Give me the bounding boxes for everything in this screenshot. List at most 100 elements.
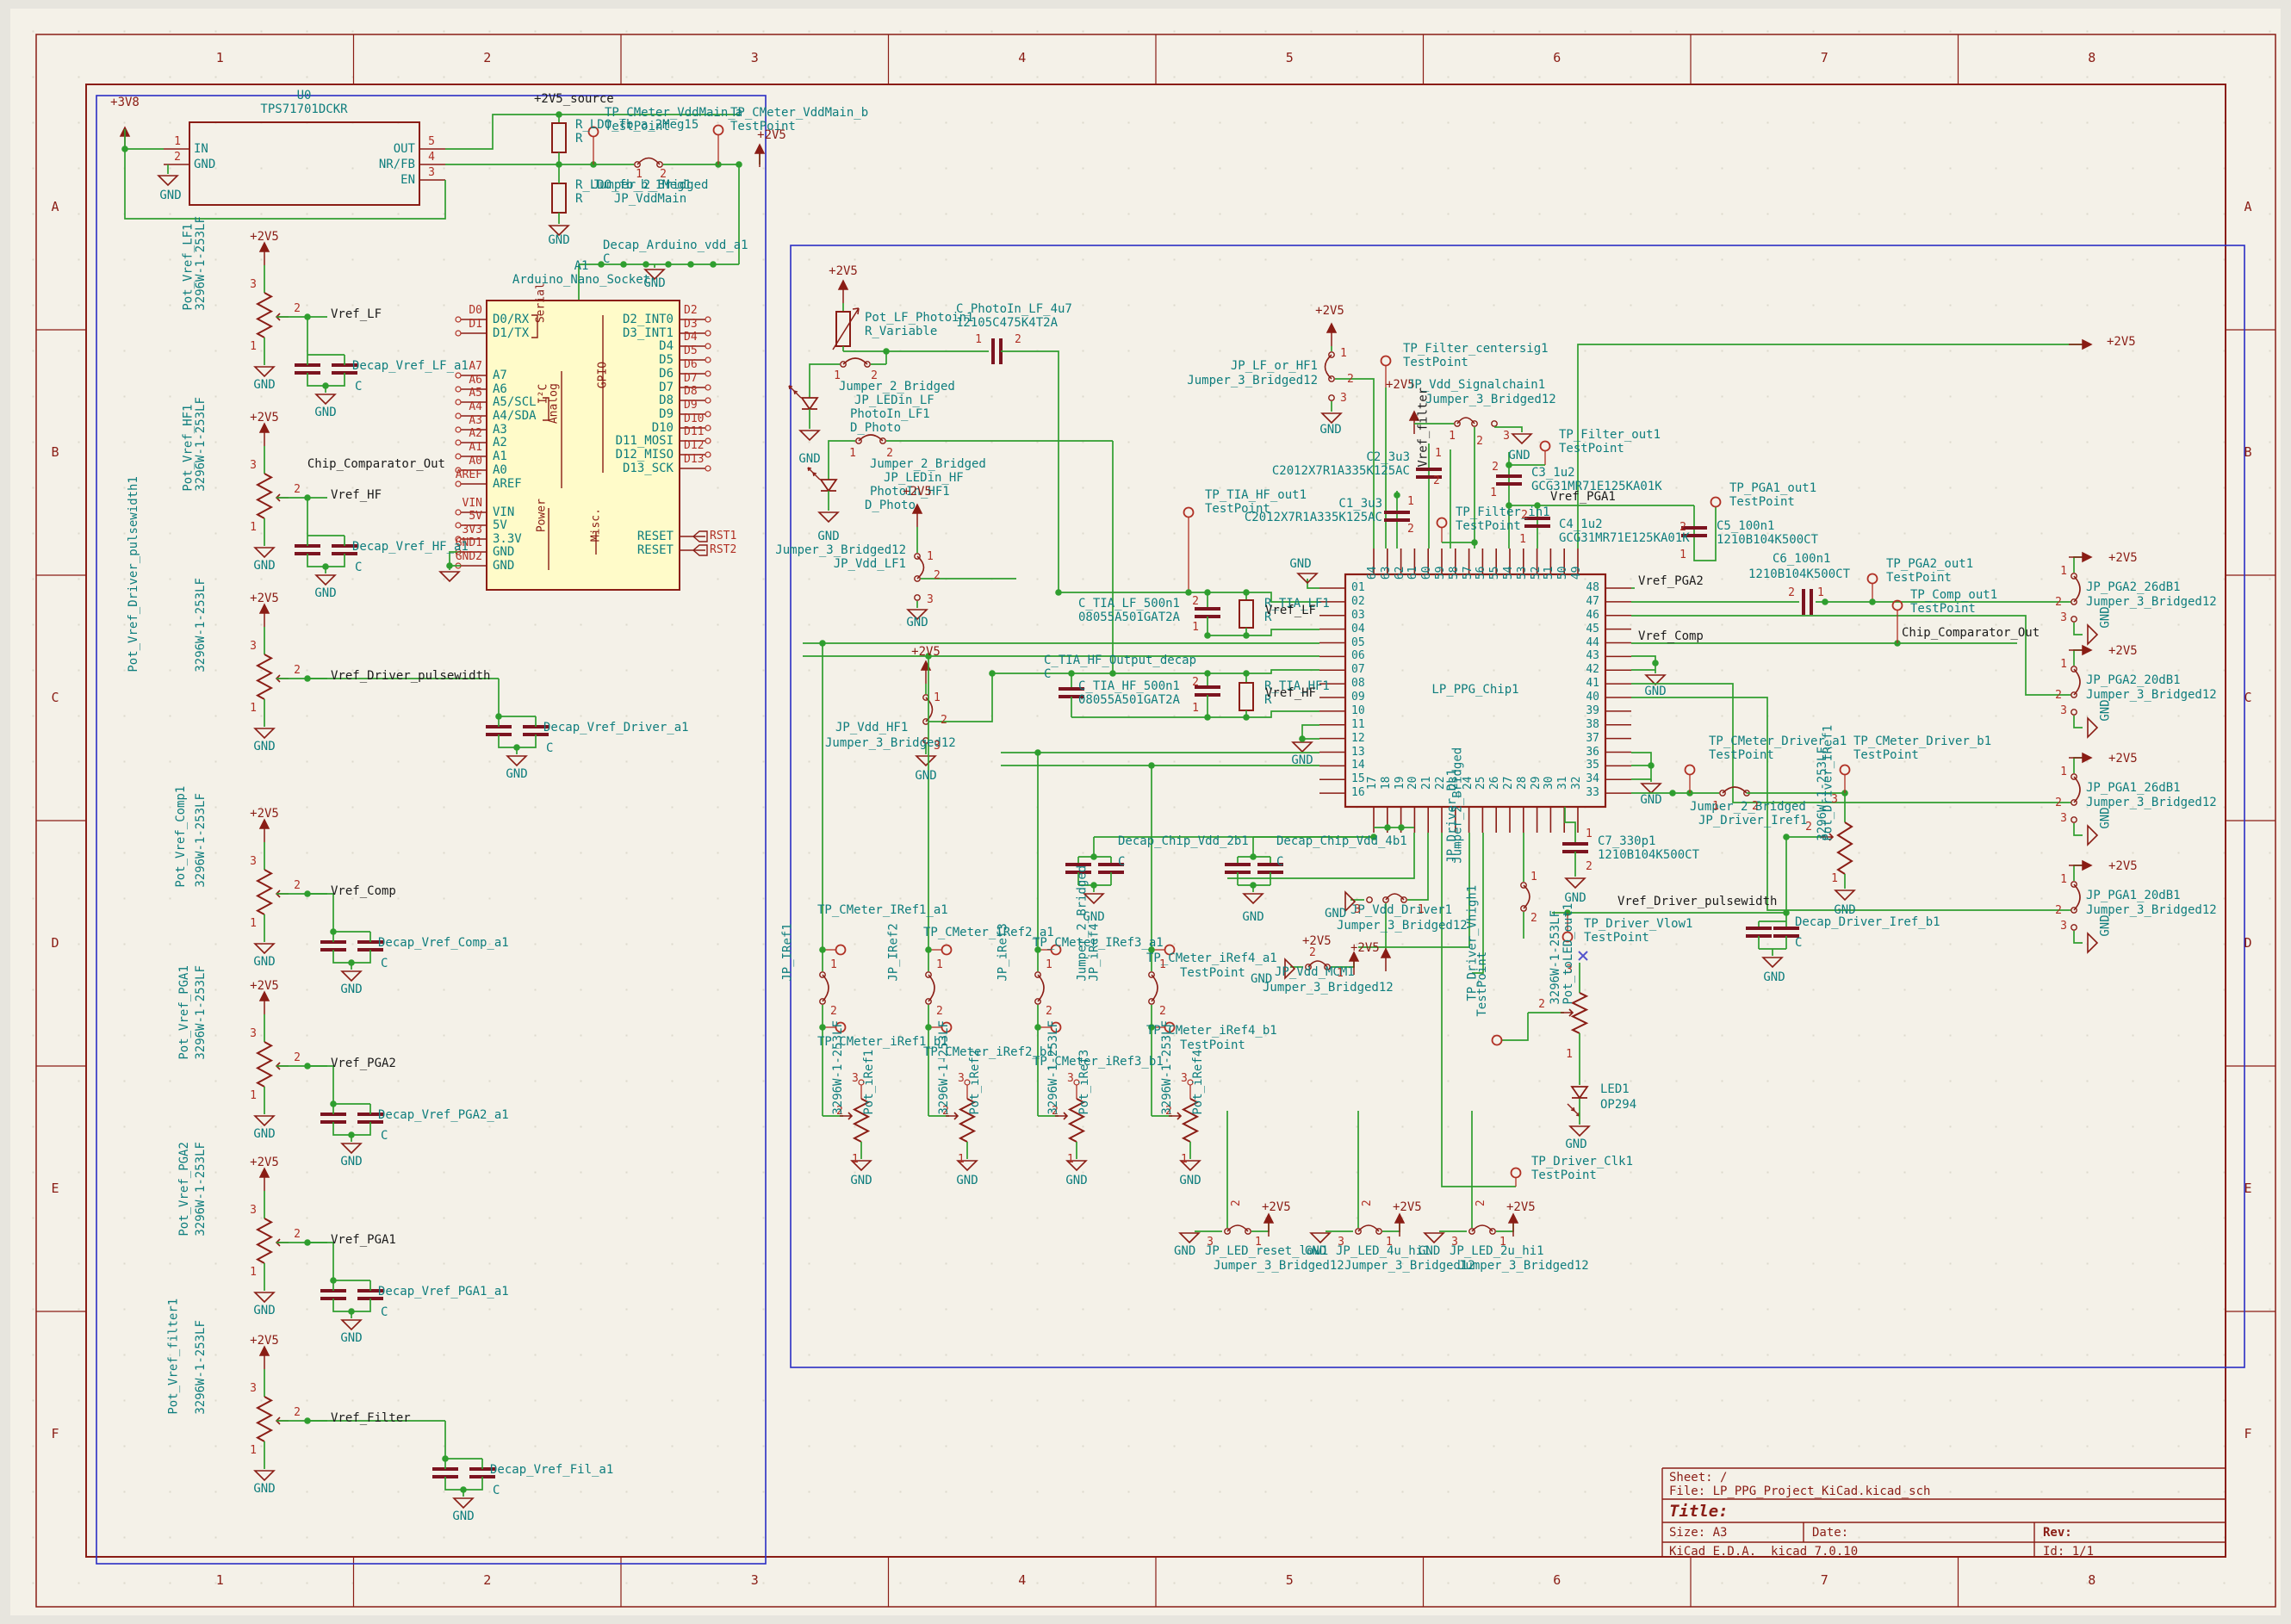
arduino-left-ext-D0[interactable]: D0 <box>469 304 482 317</box>
jp-ledin-hf-n1[interactable]: 1 <box>849 447 856 460</box>
led-jp-gnd-JP_LED_2u_hi1[interactable]: GND <box>1419 1244 1441 1258</box>
iref-gnd-Pot_iRef1[interactable]: GND <box>850 1174 872 1187</box>
iref-potval-Pot_iRef2[interactable]: 3296W-1-253LF <box>937 1020 952 1115</box>
junction-dot[interactable] <box>1185 589 1192 596</box>
arduino-right-ext-D7[interactable]: D7 <box>684 372 698 385</box>
pot-decap-gnd-Pot_Vref_Comp1[interactable]: GND <box>340 982 363 996</box>
chip-pin-bottom-29[interactable]: 29 <box>1529 776 1543 790</box>
pga-n1-JP_PGA2_26dB1[interactable]: 1 <box>2060 565 2067 578</box>
gnd-symbol[interactable] <box>1344 890 1357 913</box>
jp-sigchain-ref[interactable]: JP_Vdd_Signalchain1 <box>1407 378 1546 392</box>
chip-pin-right-40[interactable]: 40 <box>1586 691 1599 704</box>
pot-decap-val-Pot_Vref_HF1[interactable]: C <box>355 561 363 574</box>
c5-val[interactable]: 1210B104K500CT <box>1717 533 1819 547</box>
jp-vddmain-arc[interactable] <box>636 157 661 165</box>
pot-n1-Pot_Vref_PGA1[interactable]: 1 <box>250 1089 257 1102</box>
decap-symbol-a[interactable] <box>295 544 320 555</box>
pwr-2v5-ldo[interactable]: +2V5 <box>757 128 786 142</box>
jp-vdd-driver-gnd[interactable]: GND <box>1325 907 1347 920</box>
jumper-pin[interactable] <box>864 361 871 368</box>
pot-net-Vref_PGA1[interactable]: Vref_PGA1 <box>331 1233 396 1247</box>
chip-pin-top-62[interactable]: 62 <box>1393 566 1406 580</box>
gnd-symbol[interactable] <box>1284 958 1296 980</box>
arduino-right-pin-name-D2_INT0[interactable]: D2_INT0 <box>622 313 674 326</box>
open-pin-circle[interactable] <box>455 480 462 487</box>
c-tia-hf-n2[interactable]: 2 <box>1192 676 1199 689</box>
schematic-graphics[interactable] <box>10 9 2291 1624</box>
arduino-left-ext-3V3[interactable]: 3V3 <box>462 524 482 536</box>
iref-n3-Pot_iRef1[interactable]: 3 <box>852 1072 859 1085</box>
junction-dot[interactable] <box>925 1024 932 1031</box>
chip-pin-bottom-31[interactable]: 31 <box>1556 776 1570 790</box>
jumper-pin[interactable] <box>914 594 921 601</box>
pot-net-Vref_PGA2[interactable]: Vref_PGA2 <box>331 1057 396 1070</box>
pot-toled-symbol[interactable] <box>1570 992 1589 1034</box>
gnd-symbol[interactable] <box>2087 932 2099 954</box>
led-jp-n1-JP_LED_2u_hi1[interactable]: 1 <box>1499 1236 1506 1249</box>
c-tia-hf-ref[interactable]: C_TIA_HF_500n1 <box>1077 679 1180 693</box>
jumper-pin[interactable] <box>634 161 641 168</box>
c-tia-lf-n1[interactable]: 1 <box>1192 621 1199 634</box>
c4-n2[interactable]: 2 <box>1521 509 1528 522</box>
pga-name-JP_PGA2_26dB1[interactable]: JP_PGA2_26dB1 <box>2086 580 2181 594</box>
chip-pin-left-16[interactable]: 16 <box>1351 786 1365 800</box>
pot-val-Pot_Vref_filter1[interactable]: 3296W-1-253LF <box>194 1320 208 1415</box>
arduino-right-ext-D2[interactable]: D2 <box>684 304 698 317</box>
photoin-hf-symbol[interactable] <box>819 479 838 493</box>
chip-pin-bottom-27[interactable]: 27 <box>1502 776 1516 790</box>
iref-n2-JP_IRef2[interactable]: 2 <box>936 1005 943 1018</box>
c3-n1[interactable]: 1 <box>1490 487 1497 499</box>
pot-val-Pot_Vref_LF1[interactable]: 3296W-1-253LF <box>194 216 208 311</box>
jumper-pin[interactable] <box>1148 971 1155 978</box>
net-vref-hf-chip[interactable]: Vref_HF <box>1264 686 1316 700</box>
iref-n3-Pot_iRef4[interactable]: 3 <box>1181 1072 1188 1085</box>
junction-dot[interactable] <box>1034 1024 1041 1031</box>
chip-pin-right-45[interactable]: 45 <box>1586 622 1599 635</box>
wire[interactable] <box>1631 697 2069 911</box>
gnd-symbol[interactable] <box>2087 623 2099 646</box>
pga-name-JP_PGA1_26dB1[interactable]: JP_PGA1_26dB1 <box>2086 781 2181 795</box>
tp-pga2-out-val[interactable]: TestPoint <box>1886 571 1952 585</box>
pot-val-Pot_Vref_PGA1[interactable]: 3296W-1-253LF <box>194 965 208 1060</box>
iref-potref-Pot_iRef3[interactable]: Pot_iRef3 <box>1077 1049 1092 1115</box>
junction-dot[interactable] <box>1034 749 1041 756</box>
arduino-left-pin-name-AREF[interactable]: AREF <box>493 477 522 491</box>
u0-ref-2v5source[interactable]: +2V5_source <box>534 92 614 106</box>
gnd-symbol[interactable] <box>1320 412 1343 425</box>
jumper-pin[interactable] <box>2071 924 2077 931</box>
pot-pwr-Pot_Vref_LF1[interactable]: +2V5 <box>250 230 279 244</box>
tp-symbol-TP_CMeter_iRef4_b1[interactable] <box>1164 1021 1176 1033</box>
jp-lforhf-n1[interactable]: 1 <box>1340 347 1347 360</box>
pot-toled-n3[interactable]: 3 <box>1566 964 1573 976</box>
tp-cmeter-driver-a-ref[interactable]: TP_CMeter_Driver_a1 <box>1709 735 1847 748</box>
u0-pin5-num[interactable]: 5 <box>428 135 435 148</box>
power-arrow[interactable] <box>2069 551 2093 563</box>
gnd-symbol[interactable] <box>1511 433 1533 445</box>
chip-pin-left-01[interactable]: 01 <box>1351 581 1365 594</box>
junction-dot[interactable] <box>348 959 355 966</box>
arduino-body[interactable] <box>486 300 680 591</box>
chip-pin-top-63[interactable]: 63 <box>1379 566 1393 580</box>
power-arrow[interactable] <box>258 603 270 627</box>
gnd-symbol[interactable] <box>253 366 276 378</box>
c5-n1[interactable]: 1 <box>1679 549 1686 561</box>
gnd-decap-chip-2[interactable]: GND <box>1242 910 1264 924</box>
iref-potval-Pot_iRef3[interactable]: 3296W-1-253LF <box>1046 1020 1061 1115</box>
arduino-right-ext-D12[interactable]: D12 <box>684 439 705 452</box>
arduino-left-ext-A2[interactable]: A2 <box>469 427 482 440</box>
pga-pwr-JP_PGA1_20dB1[interactable]: +2V5 <box>2108 859 2138 873</box>
junction-dot[interactable] <box>322 382 329 389</box>
open-pin-circle[interactable] <box>705 370 711 377</box>
tp-filter-centersig-symbol[interactable] <box>1380 355 1392 367</box>
chip-pin-right-34[interactable]: 34 <box>1586 772 1599 786</box>
jumper-pin[interactable] <box>855 437 862 444</box>
pga-pwr-JP_PGA1_26dB1[interactable]: +2V5 <box>2108 752 2138 766</box>
hier-label-shape[interactable] <box>692 530 708 542</box>
wiper-arrow[interactable] <box>1561 1008 1574 1017</box>
junction-dot[interactable] <box>925 946 932 953</box>
r-ldo-b-symbol[interactable] <box>551 183 567 214</box>
r-tia-hf-symbol[interactable] <box>1239 682 1254 711</box>
gnd-symbol[interactable] <box>1834 889 1856 902</box>
decap-symbol-a[interactable] <box>320 1113 346 1124</box>
c4-symbol[interactable] <box>1524 517 1550 528</box>
